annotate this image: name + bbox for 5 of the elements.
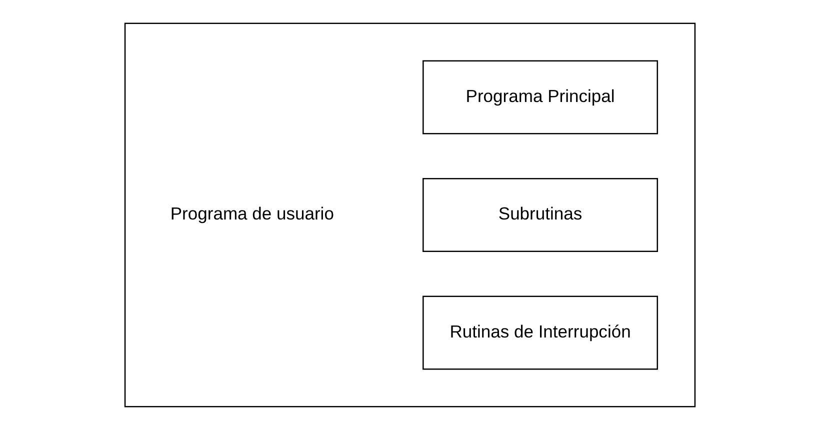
cluster [124, 22, 696, 408]
node-box: Rutinas de Interrupción [422, 296, 658, 370]
node-box: Programa Principal [422, 60, 658, 134]
label: Programa de usuario [170, 204, 334, 224]
node-box: Subrutinas [422, 178, 658, 252]
